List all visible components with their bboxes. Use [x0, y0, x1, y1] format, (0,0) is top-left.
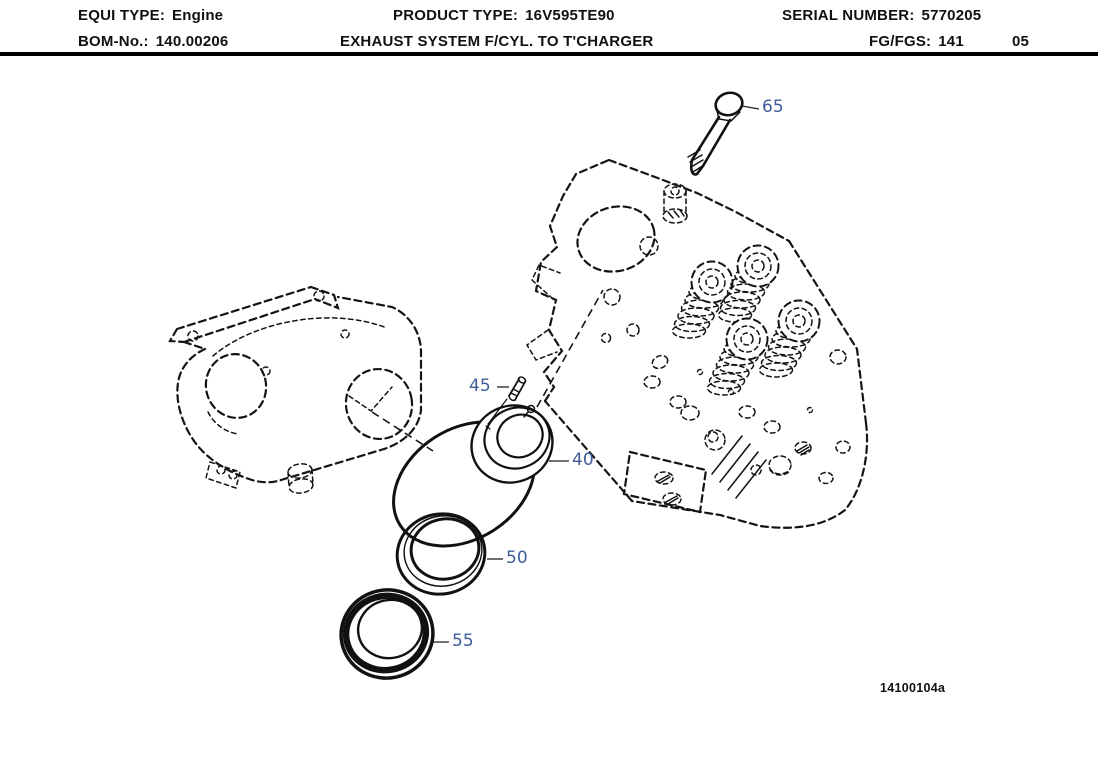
bolt-part-drawing — [687, 91, 744, 176]
part-label-65: 65 — [762, 97, 784, 117]
elbow-connection-part-drawing — [392, 404, 554, 548]
sheet-number: 05 — [1012, 33, 1030, 50]
assembly-line-elbow-to-head — [536, 289, 604, 408]
part-label-50: 50 — [506, 548, 528, 568]
page-title: EXHAUST SYSTEM F/CYL. TO T'CHARGER — [340, 33, 654, 50]
equi-type-label: EQUI TYPE: — [78, 7, 166, 24]
part-label-45: 45 — [469, 376, 491, 396]
product-type-value: 16V595TE90 — [525, 7, 615, 24]
part-label-55: 55 — [452, 631, 474, 651]
ring-50-part-drawing — [395, 512, 487, 596]
exhaust-pipe-section-drawing — [168, 285, 423, 494]
pin-part-drawing — [485, 376, 527, 430]
fg-fgs-label: FG/FGS: — [869, 33, 932, 50]
equi-type-value: Engine — [172, 7, 224, 24]
serial-number-value: 5770205 — [921, 7, 982, 24]
serial-number-field: SERIAL NUMBER: 5770205 — [782, 7, 981, 24]
equi-type-field: EQUI TYPE: Engine — [78, 7, 223, 24]
cylinder-head-drawing — [526, 158, 869, 529]
fg-fgs-field: FG/FGS: 141 — [869, 33, 964, 50]
product-type-field: PRODUCT TYPE: 16V595TE90 — [393, 7, 615, 24]
part-label-40: 40 — [572, 450, 594, 470]
header-divider — [0, 52, 1098, 56]
bom-no-field: BOM-No.: 140.00206 — [78, 33, 228, 50]
bom-no-value: 140.00206 — [155, 33, 229, 50]
ring-55-part-drawing — [339, 588, 435, 680]
bom-no-label: BOM-No.: — [78, 33, 149, 50]
callout-leader-lines — [431, 105, 760, 643]
fg-fgs-value: 141 — [938, 33, 964, 50]
serial-number-label: SERIAL NUMBER: — [782, 7, 915, 24]
drawing-number: 14100104a — [880, 681, 946, 695]
product-type-label: PRODUCT TYPE: — [393, 7, 519, 24]
